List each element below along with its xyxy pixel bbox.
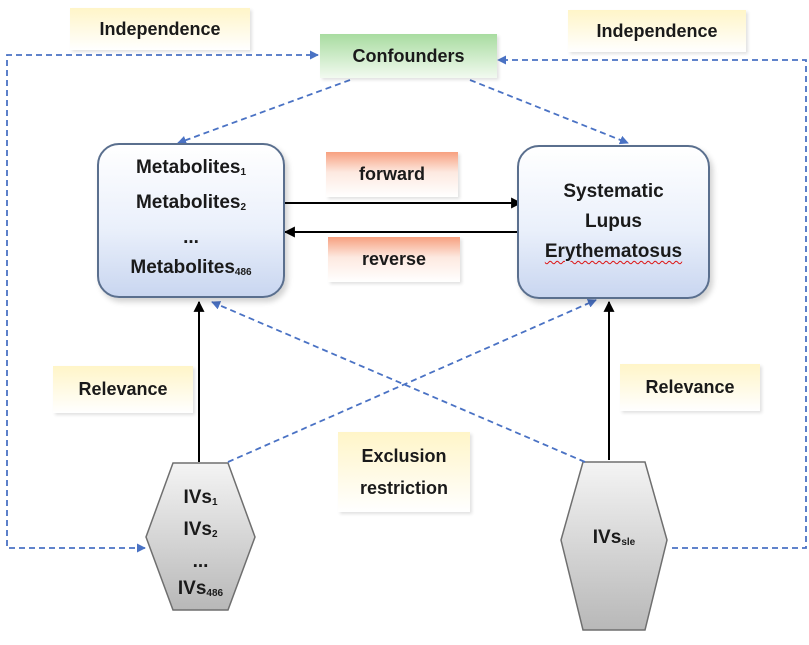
exclusion-line2: restriction xyxy=(359,478,449,498)
confounders-label: Confounders xyxy=(320,34,497,78)
ivs-right-hexagon xyxy=(560,461,668,631)
metabolites-line-1: Metabolites1 xyxy=(135,157,247,178)
confounders-to-metabolites-arrow xyxy=(177,79,351,145)
ivs-left-to-sle-dashed-arrow xyxy=(227,299,597,463)
metabolites-ellipsis: ... xyxy=(183,227,199,248)
ivs-left-line-2: IVs2 xyxy=(183,518,218,540)
ivs-left-line-486: IVs486 xyxy=(177,577,224,599)
relevance-left-label: Relevance xyxy=(53,366,193,413)
ivs-right-text: IVssle xyxy=(561,520,667,560)
sle-line-2: Lupus xyxy=(585,211,642,232)
independence-left-label: Independence xyxy=(70,8,250,50)
ivs-left-text: IVs1 IVs2 ... IVs486 xyxy=(146,487,255,600)
independence-right-label: Independence xyxy=(568,10,746,52)
forward-label: forward xyxy=(326,152,458,197)
relevance-right-label: Relevance xyxy=(620,364,760,411)
ivs-left-line-1: IVs1 xyxy=(183,486,218,508)
metabolites-line-2: Metabolites2 xyxy=(135,192,247,213)
sle-line-1: Systematic xyxy=(563,181,664,202)
metabolites-box: Metabolites1 Metabolites2 ... Metabolite… xyxy=(97,143,285,298)
exclusion-restriction-label: Exclusion restriction xyxy=(338,432,470,512)
metabolites-line-486: Metabolites486 xyxy=(130,257,252,278)
sle-line-3: Erythematosus xyxy=(544,241,683,262)
independence-right-dashed-path xyxy=(497,55,807,549)
sle-box: Systematic Lupus Erythematosus xyxy=(517,145,710,299)
ivs-left-ellipsis: ... xyxy=(192,550,209,572)
reverse-label: reverse xyxy=(328,237,460,282)
exclusion-line1: Exclusion xyxy=(361,446,447,466)
confounders-to-sle-arrow xyxy=(469,79,629,145)
ivs-sle-to-metabolites-dashed-arrow xyxy=(211,301,586,463)
ivs-sle-line: IVssle xyxy=(592,527,636,548)
independence-left-dashed-path xyxy=(6,50,319,553)
